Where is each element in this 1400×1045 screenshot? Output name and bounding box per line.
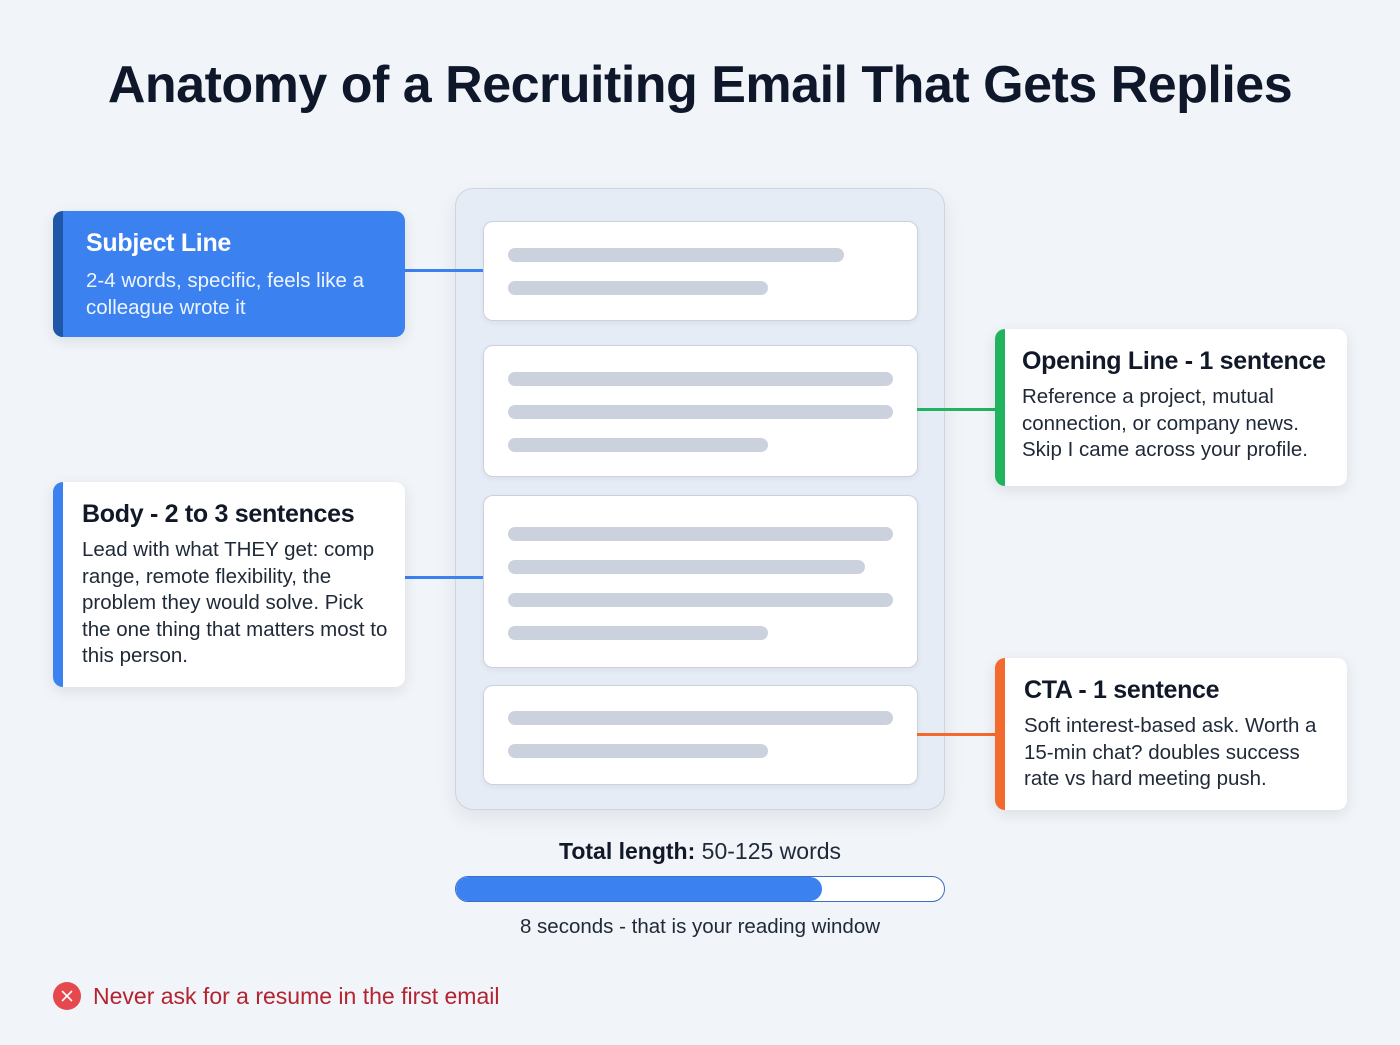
reading-window-caption: 8 seconds - that is your reading window [519, 915, 881, 938]
email-section-cta [483, 685, 918, 785]
callout-cta: CTA - 1 sentence Soft interest-based ask… [995, 658, 1347, 810]
accent-bar [995, 658, 1005, 810]
placeholder-line [508, 405, 893, 419]
email-section-opening [483, 345, 918, 477]
placeholder-line [508, 438, 768, 452]
placeholder-line [508, 626, 768, 640]
callout-heading: CTA - 1 sentence [1024, 676, 1220, 704]
callout-description: Soft interest-based ask. Worth a 15-min … [1024, 714, 1317, 790]
accent-bar [53, 482, 63, 687]
placeholder-line [508, 560, 865, 574]
total-length-label: Total length: [558, 838, 696, 864]
placeholder-line [508, 281, 768, 295]
warning-text: Never ask for a resume in the first emai… [93, 982, 500, 1009]
placeholder-line [508, 711, 893, 725]
placeholder-line [508, 527, 893, 541]
callout-heading: Body - 2 to 3 sentences [82, 500, 355, 528]
callout-subject-line: Subject Line 2-4 words, specific, feels … [53, 211, 405, 337]
placeholder-line [508, 372, 893, 386]
callout-description: Lead with what THEY get: comp range, rem… [82, 538, 388, 667]
placeholder-line [508, 744, 768, 758]
callout-description: Reference a project, mutual connection, … [1022, 385, 1308, 461]
connector-subject [405, 269, 483, 272]
callout-description: 2-4 words, specific, feels like a collea… [86, 269, 365, 319]
callout-heading: Subject Line [86, 229, 232, 257]
length-progress-bar [455, 876, 945, 902]
placeholder-line [508, 593, 893, 607]
x-circle-icon [53, 982, 81, 1010]
email-section-body [483, 495, 918, 668]
email-mockup [455, 188, 945, 810]
callout-body: Body - 2 to 3 sentences Lead with what T… [53, 482, 405, 687]
connector-cta [917, 733, 995, 736]
accent-bar [995, 329, 1005, 486]
placeholder-line [508, 248, 844, 262]
total-length: Total length: 50-125 words [455, 838, 945, 865]
page-title: Anatomy of a Recruiting Email That Gets … [107, 56, 1293, 114]
connector-opening [917, 408, 995, 411]
total-length-value: 50-125 words [701, 838, 842, 864]
email-section-subject [483, 221, 918, 321]
progress-fill [456, 877, 822, 901]
connector-body [405, 576, 483, 579]
callout-heading: Opening Line - 1 sentence [1022, 347, 1326, 375]
callout-opening-line: Opening Line - 1 sentence Reference a pr… [995, 329, 1347, 486]
warning-note: Never ask for a resume in the first emai… [53, 982, 499, 1010]
accent-bar [53, 211, 63, 337]
